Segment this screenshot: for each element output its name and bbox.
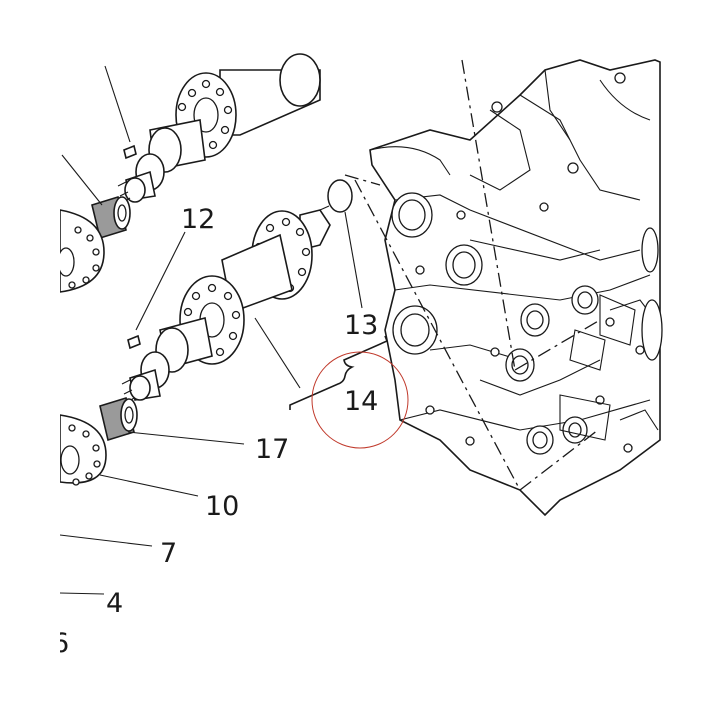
callout-4: 4 — [106, 588, 123, 619]
callout-7: 7 — [160, 538, 177, 569]
highlight-circle — [311, 351, 409, 449]
top-crop-mask — [0, 0, 720, 40]
callout-10: 10 — [205, 491, 239, 522]
left-crop-mask — [0, 0, 60, 720]
centerlines — [344, 59, 601, 491]
assembly-brace — [289, 335, 389, 410]
camshaft-upper — [117, 53, 321, 203]
seals — [91, 195, 138, 442]
camshaft-lower — [121, 209, 331, 403]
callout-17: 17 — [255, 434, 289, 465]
callout-14: 14 — [344, 386, 378, 417]
sprocket-hubs — [57, 209, 107, 486]
callout-12: 12 — [181, 204, 215, 235]
callout-13: 13 — [344, 310, 378, 341]
cylinder-head — [369, 59, 663, 517]
o-ring-axis — [319, 205, 330, 211]
leader-lines — [59, 65, 363, 595]
o-ring — [327, 179, 353, 213]
